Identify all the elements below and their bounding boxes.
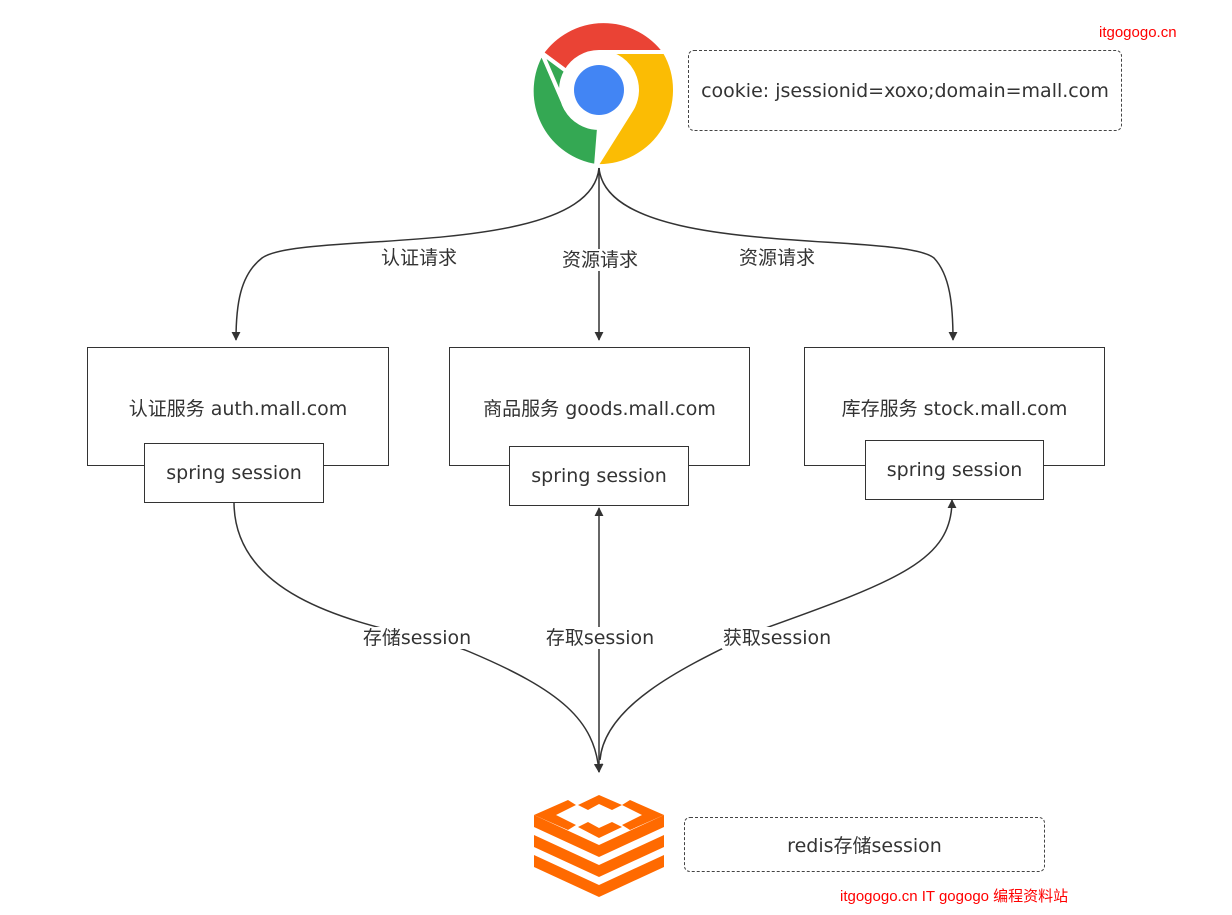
redis-layer-bottom <box>534 855 664 897</box>
edge-label-store-session: 存储session <box>361 627 473 649</box>
chrome-yellow-segment <box>592 50 677 169</box>
chrome-red-segment <box>539 19 669 74</box>
edge-label-auth-request: 认证请求 <box>379 247 459 269</box>
service-label-goods: 商品服务 goods.mall.com <box>483 398 716 420</box>
service-label-stock: 库存服务 stock.mall.com <box>841 398 1068 420</box>
redis-note: redis存储session <box>684 817 1045 872</box>
edge-label-stock-request: 资源请求 <box>737 247 817 269</box>
redis-layer-middle <box>534 835 664 877</box>
redis-top-bracket-down <box>578 822 622 838</box>
edge-stock-request <box>598 167 958 341</box>
service-label-auth: 认证服务 auth.mall.com <box>128 398 348 420</box>
spring-session-label-goods: spring session <box>531 465 667 487</box>
edge-label-get-session: 获取session <box>721 627 833 649</box>
redis-top-bracket-right <box>622 800 664 830</box>
chrome-browser-icon <box>529 19 677 169</box>
chrome-green-fill <box>536 46 569 110</box>
chrome-blue-center <box>574 65 624 115</box>
redis-icon <box>534 795 664 897</box>
cookie-note-text: cookie: jsessionid=xoxo;domain=mall.com <box>701 79 1109 102</box>
spring-session-box-goods: spring session <box>509 446 689 506</box>
spring-session-box-auth: spring session <box>144 443 324 503</box>
redis-top-bracket-left <box>534 800 576 830</box>
edge-auth-request <box>231 167 600 341</box>
redis-layer-top <box>534 815 664 857</box>
edge-label-goods-request: 资源请求 <box>560 249 640 271</box>
spring-session-label-stock: spring session <box>886 459 1023 481</box>
spring-session-box-stock: spring session <box>865 440 1044 500</box>
watermark-bottom: itgogogo.cn IT gogogo 编程资料站 <box>840 888 1069 905</box>
watermark-top: itgogogo.cn <box>1099 24 1177 41</box>
edge-label-access-session: 存取session <box>544 627 656 649</box>
cookie-note: cookie: jsessionid=xoxo;domain=mall.com <box>688 50 1122 131</box>
redis-note-text: redis存储session <box>787 835 942 857</box>
redis-top-bracket-up <box>578 795 622 810</box>
spring-session-label-auth: spring session <box>166 462 302 484</box>
